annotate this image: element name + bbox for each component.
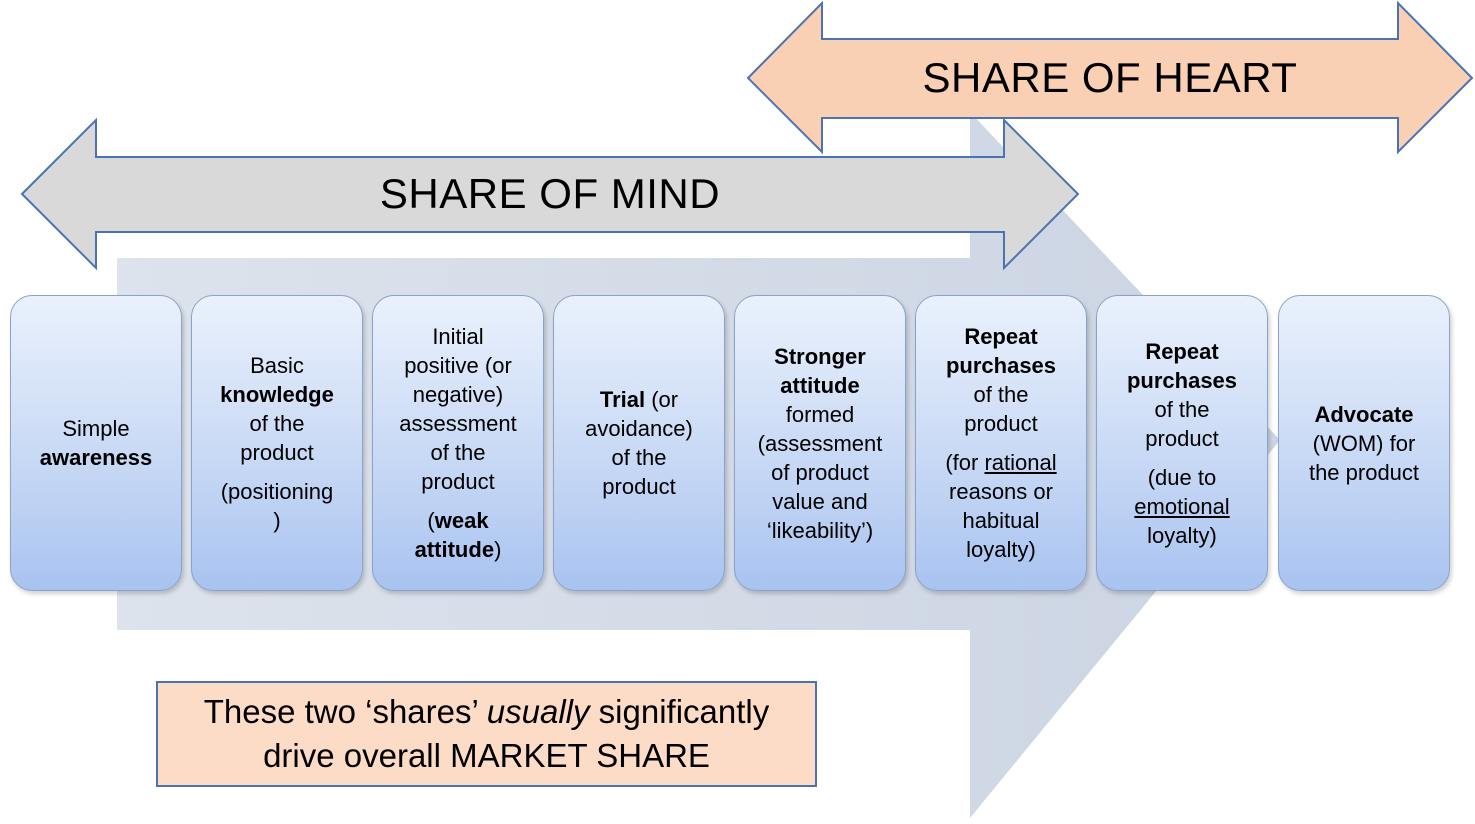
step-trial: Trial (or avoidance) of the product [553,295,725,591]
step-keyword: weak [434,508,489,533]
step-word: of product [771,459,869,485]
step-text: Repeat purchases of the product [946,322,1056,438]
step-word: formed [785,401,855,427]
step-keyword: Repeat [964,324,1038,349]
step-keyword: awareness [39,445,153,470]
step-word: Basic [250,353,304,378]
step-word: avoidance) [585,416,693,441]
step-word: of the [430,440,486,465]
step-word: value and [772,488,868,514]
step-stronger-attitude: Stronger attitude formed (assessment of prod… [734,295,906,591]
step-word: of the [249,411,305,436]
step-word: loyalty) [1147,522,1217,548]
step-detail: (positioning) [221,477,334,535]
share-of-heart-arrow [746,0,1474,155]
share-of-heart-label: SHARE OF HEART [922,54,1298,101]
step-word: product [421,469,495,494]
step-word: rational [984,450,1057,475]
note-line-1-c: significantly [589,693,770,730]
step-word: ( [427,508,435,533]
step-word: (or [645,387,679,412]
step-text: Basic knowledge of the product [220,351,334,467]
step-keyword: attitude [414,537,495,562]
step-keyword: attitude [780,372,860,398]
step-simple-awareness: Simple awareness [10,295,182,591]
step-word: ) [494,537,502,562]
step-word: positive (or [404,353,512,378]
share-of-mind-arrow [20,117,1080,271]
step-repeat-purchases-rational: Repeat purchases of the product (for rationa… [915,295,1087,591]
step-word: product [1145,425,1219,451]
step-text: Trial (or avoidance) of the product [585,385,693,501]
step-word: assessment [399,411,517,436]
step-word: Simple [62,416,130,441]
step-word: (WOM) for [1312,430,1416,456]
step-initial-assessment: Initial positive (or negative) assessment of… [372,295,544,591]
step-detail: (weak attitude) [415,506,502,564]
note-line-1: These two ‘shares’ usually significantly [204,690,770,734]
step-word: of the [1154,396,1210,422]
step-word: of the [611,445,667,470]
step-keyword: knowledge [220,382,334,407]
step-detail: (due to emotional loyalty) [1134,463,1229,550]
step-word: the product [1308,459,1420,485]
step-word: product [240,440,314,465]
share-of-mind-label: SHARE OF MIND [379,170,721,217]
step-word: (for [945,450,985,475]
step-word: negative) [412,382,504,407]
step-word: product [602,474,676,499]
step-text: Simple awareness [40,414,153,472]
step-word: (due to [1147,464,1217,490]
step-text: Repeat purchases of the product [1127,337,1237,453]
market-share-note: These two ‘shares’ usually significantly… [156,681,817,787]
step-word: emotional [1134,493,1230,519]
step-advocate: Advocate (WOM) for the product [1278,295,1450,591]
step-word: habitual [962,508,1040,533]
step-keyword: Advocate [1314,401,1414,427]
step-detail: (for rational reasons or habitual loyalty) [945,448,1056,564]
step-word: (assessment [757,430,883,456]
step-word: Initial [432,324,484,349]
note-line-1-a: These two ‘shares’ [203,693,487,730]
step-word: (positioning [220,479,334,504]
step-keyword: Stronger [774,343,866,369]
step-basic-knowledge: Basic knowledge of the product (positioning) [191,295,363,591]
step-keyword: Trial [599,387,646,412]
step-word: reasons or [949,479,1053,504]
step-text: Stronger attitude formed (assessment of prod… [758,342,883,545]
step-word: ‘likeability’) [766,517,874,543]
step-word: of the [973,382,1029,407]
step-keyword: purchases [1126,367,1238,393]
step-text: Initial positive (or negative) assessment of… [399,322,516,496]
note-line-2: drive overall MARKET SHARE [263,737,710,774]
note-emphasis: usually [486,693,590,730]
step-word: loyalty) [966,537,1036,562]
step-keyword: Repeat [1145,338,1219,364]
step-repeat-purchases-emotional: Repeat purchases of the product (due to emoti… [1096,295,1268,591]
step-keyword: purchases [945,353,1057,378]
step-word: product [964,411,1038,436]
step-text: Advocate (WOM) for the product [1309,400,1419,487]
step-word: ) [273,508,281,533]
